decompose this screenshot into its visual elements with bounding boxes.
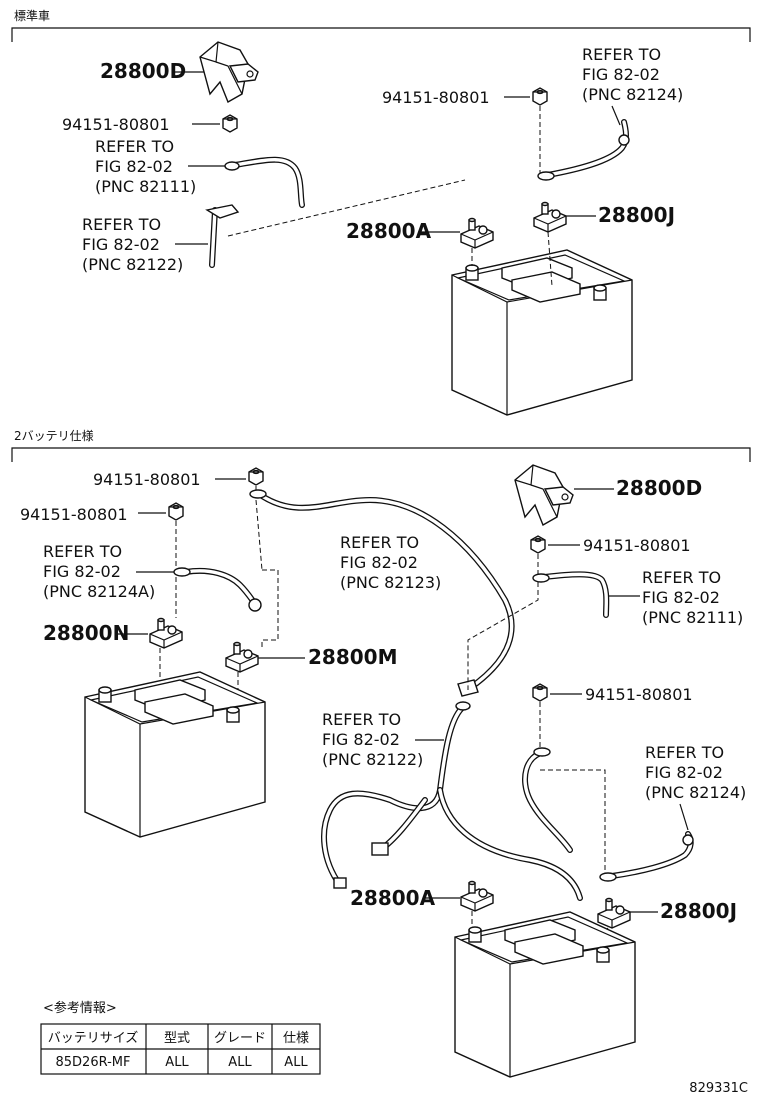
terminal-clamp-28800a-bottom (460, 880, 494, 912)
refer-pnc-top-82111: (PNC 82111) (95, 177, 196, 196)
table-header-model: 型式 (164, 1031, 190, 1046)
refer-label-top-2: REFER TO (82, 215, 161, 234)
part-label-28800j-top: 28800J (598, 203, 675, 227)
refer-label-bottom-1: REFER TO (340, 533, 419, 552)
part-label-nut-bottom-1: 94151-80801 (93, 470, 201, 489)
refer-label-top-1: REFER TO (95, 137, 174, 156)
table-header-spec: 仕様 (283, 1031, 309, 1046)
table-header-battery-size: バッテリサイズ (48, 1030, 139, 1046)
refer-pnc-82123: (PNC 82123) (340, 573, 441, 592)
table-cell-spec: ALL (284, 1055, 308, 1070)
refer-fig-bottom-5: FIG 82-02 (645, 763, 723, 782)
part-label-nut-bottom-2: 94151-80801 (20, 505, 128, 524)
nut-icon (222, 114, 238, 133)
refer-fig-top-1: FIG 82-02 (95, 157, 173, 176)
part-label-nut-top-right: 94151-80801 (382, 88, 490, 107)
nut-icon (248, 467, 264, 486)
nut-icon (532, 683, 548, 702)
refer-pnc-82124a: (PNC 82124A) (43, 582, 155, 601)
battery-right (454, 911, 636, 1078)
refer-fig-bottom-1: FIG 82-02 (340, 553, 418, 572)
part-label-28800a-bottom: 28800A (350, 886, 436, 910)
table-cell-grade: ALL (228, 1055, 252, 1070)
part-label-nut-bottom-3: 94151-80801 (583, 536, 691, 555)
terminal-clamp-28800a-top (460, 217, 494, 249)
part-label-nut-top-left: 94151-80801 (62, 115, 170, 134)
refer-fig-bottom-2: FIG 82-02 (43, 562, 121, 581)
refer-pnc-82122-bottom: (PNC 82122) (322, 750, 423, 769)
refer-label-bottom-2: REFER TO (43, 542, 122, 561)
terminal-clamp-28800j-top (533, 201, 567, 233)
section-title-standard: 標準車 (14, 8, 50, 23)
refer-label-bottom-4: REFER TO (322, 710, 401, 729)
refer-fig-top-3: FIG 82-02 (582, 65, 660, 84)
part-label-nut-bottom-4: 94151-80801 (585, 685, 693, 704)
part-label-28800m: 28800M (308, 645, 397, 669)
info-table: バッテリサイズ 型式 グレード 仕様 85D26R-MF ALL ALL ALL (40, 1023, 321, 1075)
info-table-title: <参考情報> (43, 1000, 117, 1016)
refer-pnc-top-82124: (PNC 82124) (582, 85, 683, 104)
table-cell-model: ALL (165, 1055, 189, 1070)
nut-icon (168, 502, 184, 521)
part-label-28800d-bottom: 28800D (616, 476, 702, 500)
part-label-28800n: 28800N (43, 621, 129, 645)
part-label-28800a-top: 28800A (346, 219, 432, 243)
terminal-cover-28800d-bottom (514, 464, 574, 526)
refer-label-bottom-5: REFER TO (645, 743, 724, 762)
battery-standard (451, 249, 633, 416)
refer-fig-top-2: FIG 82-02 (82, 235, 160, 254)
terminal-clamp-28800m (225, 641, 259, 673)
refer-fig-bottom-4: FIG 82-02 (322, 730, 400, 749)
cable-82111-bottom (542, 571, 610, 618)
refer-pnc-top-82122: (PNC 82122) (82, 255, 183, 274)
refer-pnc-82111-bottom: (PNC 82111) (642, 608, 743, 627)
terminal-clamp-28800j-bottom (597, 897, 631, 929)
table-cell-battery-size: 85D26R-MF (56, 1055, 131, 1070)
diagram-code: 829331C (689, 1081, 748, 1096)
terminal-clamp-28800n (149, 617, 183, 649)
section-frame-dual-battery (11, 447, 751, 462)
cable-82124a (183, 567, 259, 608)
terminal-cover-28800d (199, 41, 259, 103)
nut-icon (530, 535, 546, 554)
nut-icon (532, 87, 548, 106)
battery-left (84, 671, 266, 838)
part-label-28800d-top: 28800D (100, 59, 186, 83)
refer-pnc-82124-bottom: (PNC 82124) (645, 783, 746, 802)
refer-fig-bottom-3: FIG 82-02 (642, 588, 720, 607)
table-header-grade: グレード (214, 1031, 266, 1046)
section-frame-standard (11, 27, 751, 42)
refer-label-top-3: REFER TO (582, 45, 661, 64)
part-label-28800j-bottom: 28800J (660, 899, 737, 923)
section-title-dual-battery: 2バッテリ仕様 (14, 429, 94, 443)
refer-label-bottom-3: REFER TO (642, 568, 721, 587)
